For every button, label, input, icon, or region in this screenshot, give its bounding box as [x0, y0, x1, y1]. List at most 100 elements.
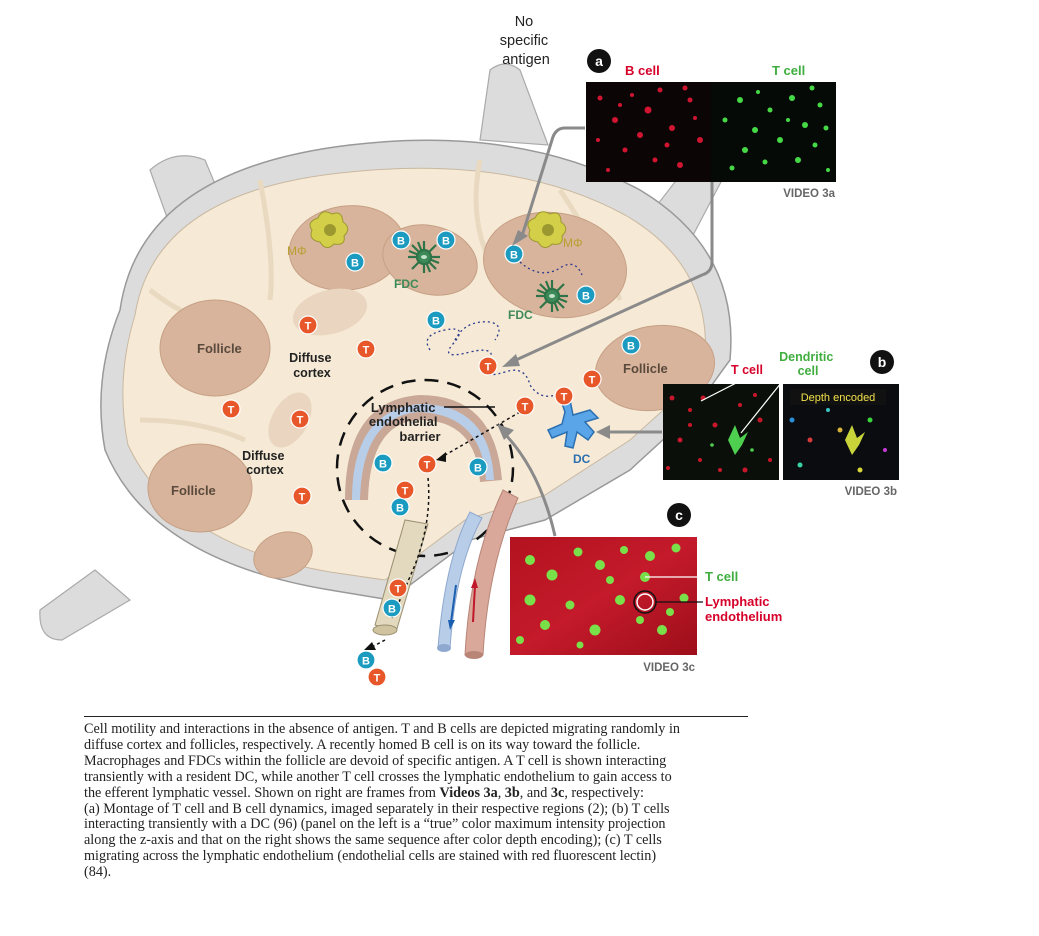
- panel-b-micrograph-left: [663, 384, 779, 480]
- caption-line: (84).: [84, 864, 748, 881]
- t-cell: T: [395, 480, 415, 500]
- panel-b-badge: [870, 350, 894, 374]
- svg-text:B: B: [379, 459, 387, 471]
- fdc-label: FDC: [508, 308, 533, 322]
- svg-text:T: T: [228, 405, 235, 417]
- dendritic-cell: [546, 397, 600, 449]
- t-cell: T: [515, 396, 535, 416]
- panel-c-t-cell-label: T cell: [705, 569, 738, 584]
- svg-text:B: B: [388, 604, 396, 616]
- caption-line: migrating across the lymphatic endotheli…: [84, 848, 748, 865]
- t-cells: T T T T T T T T T T T T T: [221, 315, 602, 687]
- b-cell: B: [356, 650, 376, 670]
- connector-arrows: [501, 126, 714, 537]
- caption-text: transiently with a resident DC, while an…: [84, 768, 672, 785]
- caption-line: along the z-axis and that on the right s…: [84, 832, 748, 849]
- macrophage-label: MΦ: [563, 236, 583, 250]
- caption-text: ,: [497, 784, 505, 801]
- svg-text:T: T: [522, 402, 529, 414]
- panel-c-badge: [667, 503, 691, 527]
- svg-text:B: B: [442, 236, 450, 248]
- caption-text: migrating across the lymphatic endotheli…: [84, 848, 657, 865]
- migration-paths: [426, 261, 583, 397]
- caption-line: transiently with a resident DC, while an…: [84, 768, 748, 786]
- b-cells: B B B B B B B B B B B B: [345, 230, 641, 670]
- t-cell: T: [292, 486, 312, 506]
- caption-line: (a) Montage of T cell and B cell dynamic…: [84, 801, 748, 818]
- diffuse-cortex-label: Diffuse cortex: [289, 351, 335, 380]
- caption-rule: [84, 716, 748, 717]
- svg-text:T: T: [485, 362, 492, 374]
- panel-b-dendritic-label: Dendritic cell: [779, 350, 837, 378]
- figure-caption: Cell motility and interactions in the ab…: [84, 721, 748, 881]
- svg-text:B: B: [397, 236, 405, 248]
- caption-text: (84).: [84, 864, 112, 881]
- panel-a-badge: [587, 49, 611, 73]
- panel-c-video-label: VIDEO 3c: [643, 662, 695, 674]
- b-cell: B: [504, 244, 524, 264]
- svg-text:b: b: [878, 354, 887, 370]
- panel-a-b-cells: [596, 85, 703, 172]
- t-cell: T: [298, 315, 318, 335]
- svg-text:c: c: [675, 507, 683, 523]
- t-cell: T: [417, 454, 437, 474]
- t-cell: T: [290, 409, 310, 429]
- caption-line: interacting transiently with a DC (96) (…: [84, 816, 748, 833]
- panel-a-t-cells: [722, 85, 830, 172]
- svg-text:B: B: [432, 316, 440, 328]
- b-cell: B: [382, 598, 402, 618]
- panel-b-depth-label: Depth encoded: [801, 392, 876, 404]
- panel-c-micrograph: [510, 537, 697, 655]
- svg-text:B: B: [627, 341, 635, 353]
- b-cell: B: [391, 230, 411, 250]
- t-cell: T: [478, 356, 498, 376]
- lymphatic-region-outline: [335, 378, 515, 558]
- caption-text: interacting transiently with a DC (96) (…: [84, 816, 666, 833]
- caption-text: 3b: [504, 784, 520, 801]
- no-specific-antigen-label: No specific antigen: [500, 14, 552, 68]
- caption-text: , respectively:: [564, 784, 644, 801]
- panel-a-t-cell-label: T cell: [772, 63, 805, 78]
- panel-a: a B cell T cell VIDEO 3a: [586, 49, 836, 200]
- panel-a-b-cell-label: B cell: [625, 63, 660, 78]
- dc-label: DC: [573, 452, 591, 466]
- svg-text:T: T: [374, 673, 381, 685]
- caption-text: diffuse cortex and follicles, respective…: [84, 736, 641, 753]
- b-cell: B: [436, 230, 456, 250]
- caption-line: the efferent lymphatic vessel. Shown on …: [84, 784, 748, 802]
- t-cell: T: [582, 369, 602, 389]
- caption-text: 3c: [550, 784, 565, 801]
- caption-text: Cell motility and interactions in the ab…: [84, 721, 680, 737]
- b-cell: B: [345, 252, 365, 272]
- svg-text:B: B: [510, 250, 518, 262]
- caption-text: Videos 3a: [439, 784, 498, 801]
- t-cell: T: [356, 339, 376, 359]
- svg-text:B: B: [474, 463, 482, 475]
- lymphatic-barrier-label: Lymphatic endothelial barrier: [369, 400, 441, 444]
- fdc-label: FDC: [394, 277, 419, 291]
- follicle-label: Follicle: [623, 361, 668, 376]
- caption-line: Macrophages and FDCs within the follicle…: [84, 753, 748, 770]
- t-cell: T: [221, 399, 241, 419]
- caption-line: diffuse cortex and follicles, respective…: [84, 736, 748, 754]
- lymphatic-vessel: [345, 395, 502, 500]
- caption-text: the efferent lymphatic vessel. Shown on …: [84, 784, 440, 801]
- node-labels: Follicle Follicle Follicle Diffuse corte…: [171, 14, 668, 498]
- macrophage-label: MΦ: [287, 244, 307, 258]
- svg-text:a: a: [595, 53, 603, 69]
- caption-line: Cell motility and interactions in the ab…: [84, 721, 748, 738]
- svg-text:B: B: [396, 503, 404, 515]
- b-cell: B: [576, 285, 596, 305]
- svg-text:T: T: [561, 392, 568, 404]
- svg-text:B: B: [351, 258, 359, 270]
- b-cell: B: [426, 310, 446, 330]
- panel-b-t-cell-label: T cell: [731, 363, 763, 377]
- macrophage-cells: [309, 211, 567, 248]
- b-cell: B: [390, 497, 410, 517]
- svg-text:T: T: [299, 492, 306, 504]
- svg-text:T: T: [297, 415, 304, 427]
- follicle-label: Follicle: [171, 483, 216, 498]
- panel-b-depth-label-bg: [790, 389, 886, 405]
- fdc-cells: [408, 241, 568, 312]
